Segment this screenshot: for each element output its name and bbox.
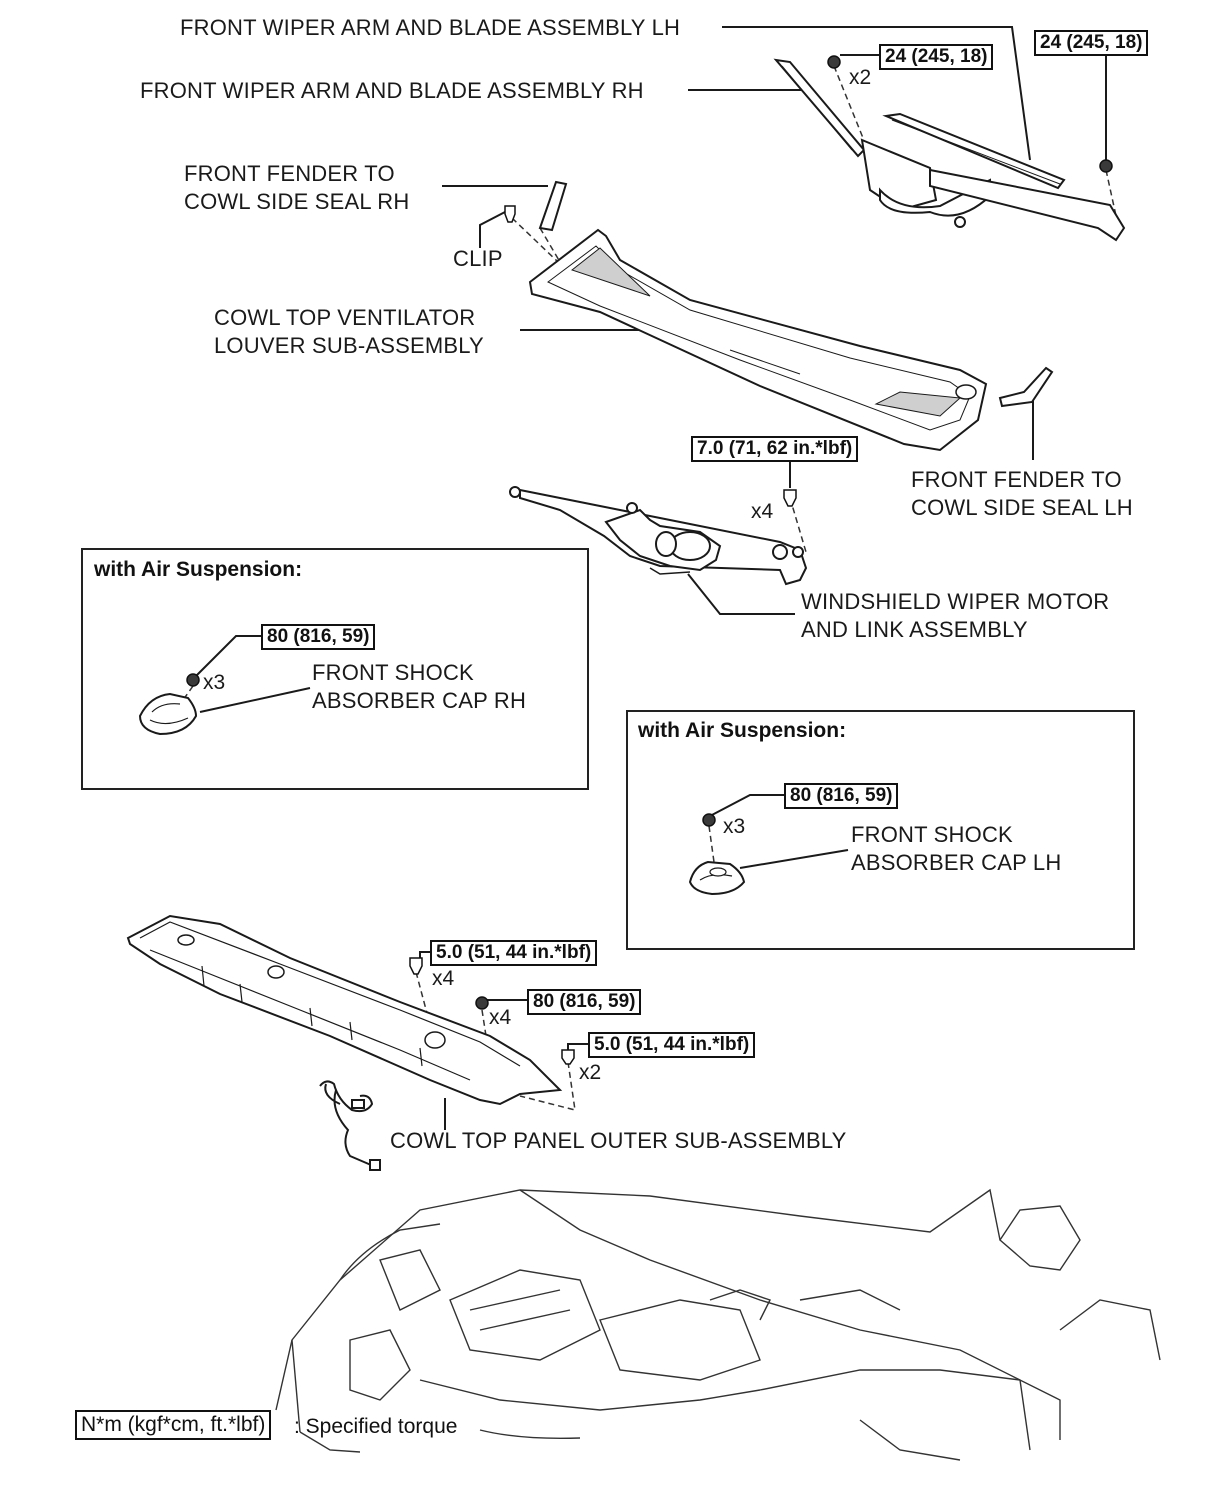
torque-wiper-lh-nut: 24 (245, 18) xyxy=(1034,30,1149,56)
cap-rh-nut xyxy=(186,673,200,687)
qty-cowl-bolt-a: x4 xyxy=(432,967,455,990)
qty-cowl-bolt-b: x2 xyxy=(579,1061,602,1084)
leader-cap-rh-nut xyxy=(195,635,262,677)
qty-cap-rh-nut: x3 xyxy=(203,671,226,694)
motor-bolt xyxy=(783,489,797,507)
shock-cap-lh-drawing xyxy=(688,860,746,896)
cowl-nut xyxy=(475,996,489,1010)
wiper-lh-nut xyxy=(1099,159,1113,173)
label-wiper-lh: FRONT WIPER ARM AND BLADE ASSEMBLY LH xyxy=(180,15,681,40)
legend-meaning: : Specified torque xyxy=(294,1415,458,1438)
wiper-rh-nut xyxy=(827,55,841,69)
louver-drawing xyxy=(528,228,988,452)
cowl-bolt-b xyxy=(561,1049,575,1065)
label-clip: CLIP xyxy=(453,246,503,271)
cowl-outer-drawing xyxy=(126,914,563,1106)
leader-cap-rh xyxy=(199,687,311,713)
wire-harness-drawing xyxy=(319,1080,381,1171)
leader-clip xyxy=(479,211,506,248)
leader-wiper-lh xyxy=(722,26,1031,161)
torque-motor-bolt: 7.0 (71, 62 in.*lbf) xyxy=(691,436,859,462)
air-suspension-panel-lh xyxy=(626,710,1135,950)
wiper-arm-rh-drawing xyxy=(773,58,991,228)
torque-cap-lh-nut: 80 (816, 59) xyxy=(784,783,899,809)
torque-wiper-rh-nut: 24 (245, 18) xyxy=(879,44,994,70)
wiper-arm-lh-drawing xyxy=(882,112,1126,242)
clip-drawing xyxy=(504,205,516,223)
fender-seal-rh-drawing xyxy=(538,180,568,232)
torque-cowl-bolt-b: 5.0 (51, 44 in.*lbf) xyxy=(588,1032,756,1058)
qty-motor-bolt: x4 xyxy=(751,500,774,523)
qty-cowl-nut: x4 xyxy=(489,1006,512,1029)
leader-cap-lh xyxy=(739,849,849,869)
shock-cap-rh-drawing xyxy=(138,692,198,736)
fender-seal-lh-drawing xyxy=(998,366,1054,408)
qty-wiper-rh-nut: x2 xyxy=(849,66,872,89)
leader-motor xyxy=(687,573,795,615)
cowl-bolt-a xyxy=(409,957,423,975)
vehicle-outline-drawing xyxy=(275,1188,1161,1461)
wiper-motor-drawing xyxy=(509,486,808,586)
torque-cowl-nut: 80 (816, 59) xyxy=(527,989,642,1015)
air-suspension-panel-rh xyxy=(81,548,589,790)
leader-cap-lh-nut xyxy=(709,794,785,817)
air-suspension-title-rh: with Air Suspension: xyxy=(94,558,303,581)
label-wiper-rh: FRONT WIPER ARM AND BLADE ASSEMBLY RH xyxy=(140,78,644,103)
air-suspension-title-lh: with Air Suspension: xyxy=(638,719,847,742)
qty-cap-lh-nut: x3 xyxy=(723,815,746,838)
label-cowl-outer: COWL TOP PANEL OUTER SUB-ASSEMBLY xyxy=(390,1128,847,1153)
cap-lh-nut xyxy=(702,813,716,827)
legend-units: N*m (kgf*cm, ft.*lbf) xyxy=(75,1410,272,1440)
torque-cap-rh-nut: 80 (816, 59) xyxy=(261,624,376,650)
torque-cowl-bolt-a: 5.0 (51, 44 in.*lbf) xyxy=(430,940,598,966)
